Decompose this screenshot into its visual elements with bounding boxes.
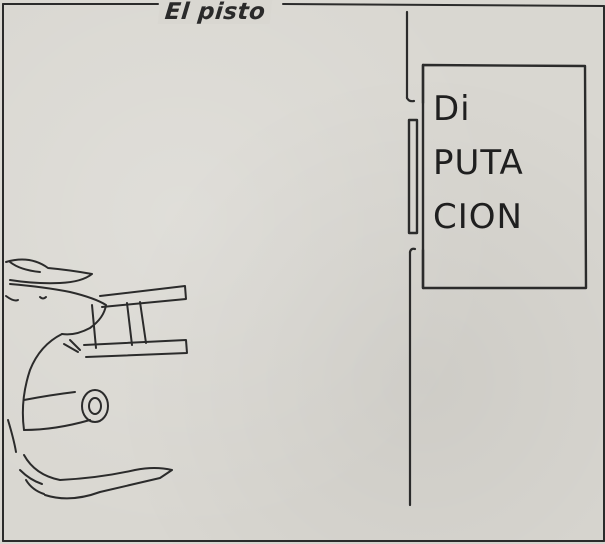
character-drawing bbox=[5, 258, 173, 500]
comic-title: El pisto bbox=[157, 0, 273, 25]
door-frame bbox=[405, 10, 417, 507]
sign-line: CION bbox=[433, 197, 523, 237]
ladder-drawing bbox=[83, 285, 188, 358]
sign-board bbox=[407, 63, 588, 290]
sign-line: Di bbox=[433, 89, 471, 129]
panel-border bbox=[2, 3, 605, 542]
sign-line: PUTA bbox=[433, 143, 524, 183]
sign-text: Di PUTA CION bbox=[433, 82, 573, 244]
